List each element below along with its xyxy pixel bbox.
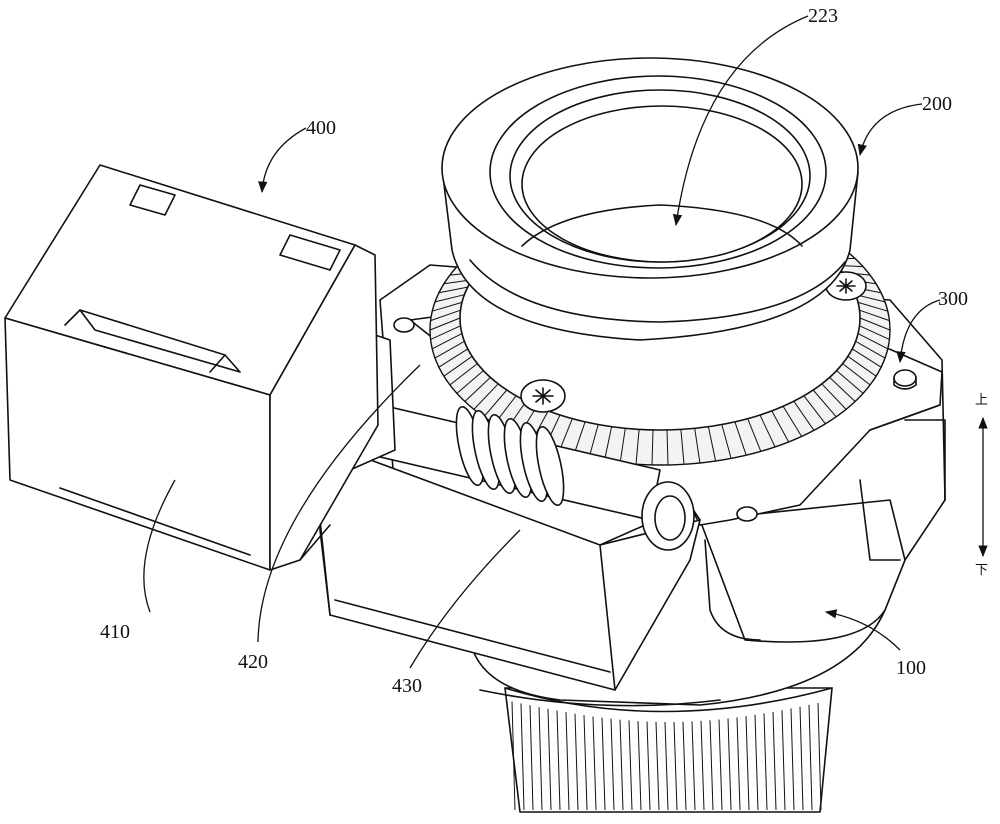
ref-420: 420	[238, 651, 268, 673]
ref-410: 410	[100, 621, 130, 643]
stepper-motor	[5, 165, 378, 570]
ref-223: 223	[808, 5, 838, 27]
pin-300	[894, 370, 916, 389]
lower-output-gear	[505, 688, 832, 812]
ref-430: 430	[392, 675, 422, 697]
bearing-ring	[442, 58, 858, 340]
ref-300: 300	[938, 288, 968, 310]
pin-left	[394, 318, 414, 332]
ref-200: 200	[922, 93, 952, 115]
direction-down-label: 下	[975, 563, 988, 578]
direction-up-label: 上	[975, 393, 988, 408]
ref-400: 400	[306, 117, 336, 139]
screw-head-left	[521, 380, 565, 412]
ref-100: 100	[896, 657, 926, 679]
pin-front	[737, 507, 757, 521]
